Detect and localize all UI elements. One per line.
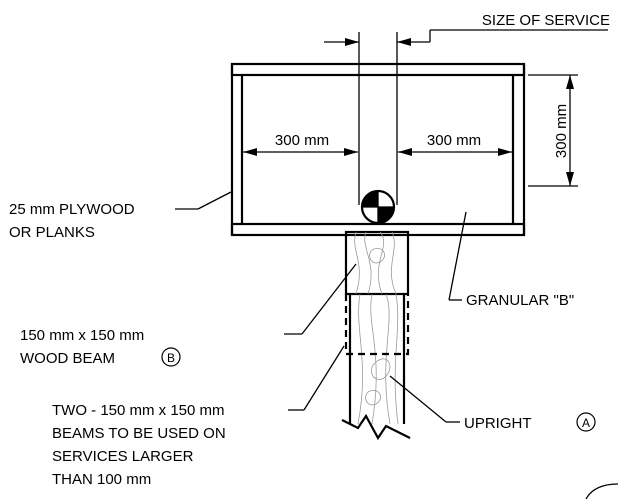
- size-of-service-dimension: [324, 29, 608, 205]
- cropped-circle-fragment: [585, 483, 618, 499]
- service-pipe: [360, 189, 396, 225]
- height-dimension: [528, 74, 578, 187]
- beam-tag-letter: B: [167, 351, 175, 365]
- plywood-label-line1: 25 mm PLYWOOD: [9, 201, 135, 218]
- wood-beam: [344, 230, 410, 296]
- upright-label: UPRIGHT: [464, 415, 532, 432]
- dim-left-label: 300 mm: [275, 132, 329, 149]
- beam-label-line2: WOOD BEAM: [20, 350, 115, 367]
- two-beams-line1: TWO - 150 mm x 150 mm: [52, 402, 225, 419]
- size-of-service-label: SIZE OF SERVICE: [482, 12, 610, 29]
- dim-height-label: 300 mm: [553, 104, 570, 158]
- upright-tag-circle: [576, 412, 596, 432]
- two-beams-line4: THAN 100 mm: [52, 471, 151, 488]
- beam-label-line1: 150 mm x 150 mm: [20, 327, 144, 344]
- plywood-label-line2: OR PLANKS: [9, 224, 95, 241]
- leader-lines: [175, 191, 467, 423]
- two-beams-line2: BEAMS TO BE USED ON: [52, 425, 226, 442]
- dim-right-label: 300 mm: [427, 132, 481, 149]
- granular-label: GRANULAR "B": [466, 292, 574, 309]
- beam-tag-circle: [161, 347, 181, 367]
- width-dimensions: [243, 148, 512, 156]
- two-beams-line3: SERVICES LARGER: [52, 448, 194, 465]
- upright-tag-letter: A: [582, 416, 590, 430]
- optional-second-beam: [344, 294, 410, 356]
- upright-post: [341, 294, 411, 441]
